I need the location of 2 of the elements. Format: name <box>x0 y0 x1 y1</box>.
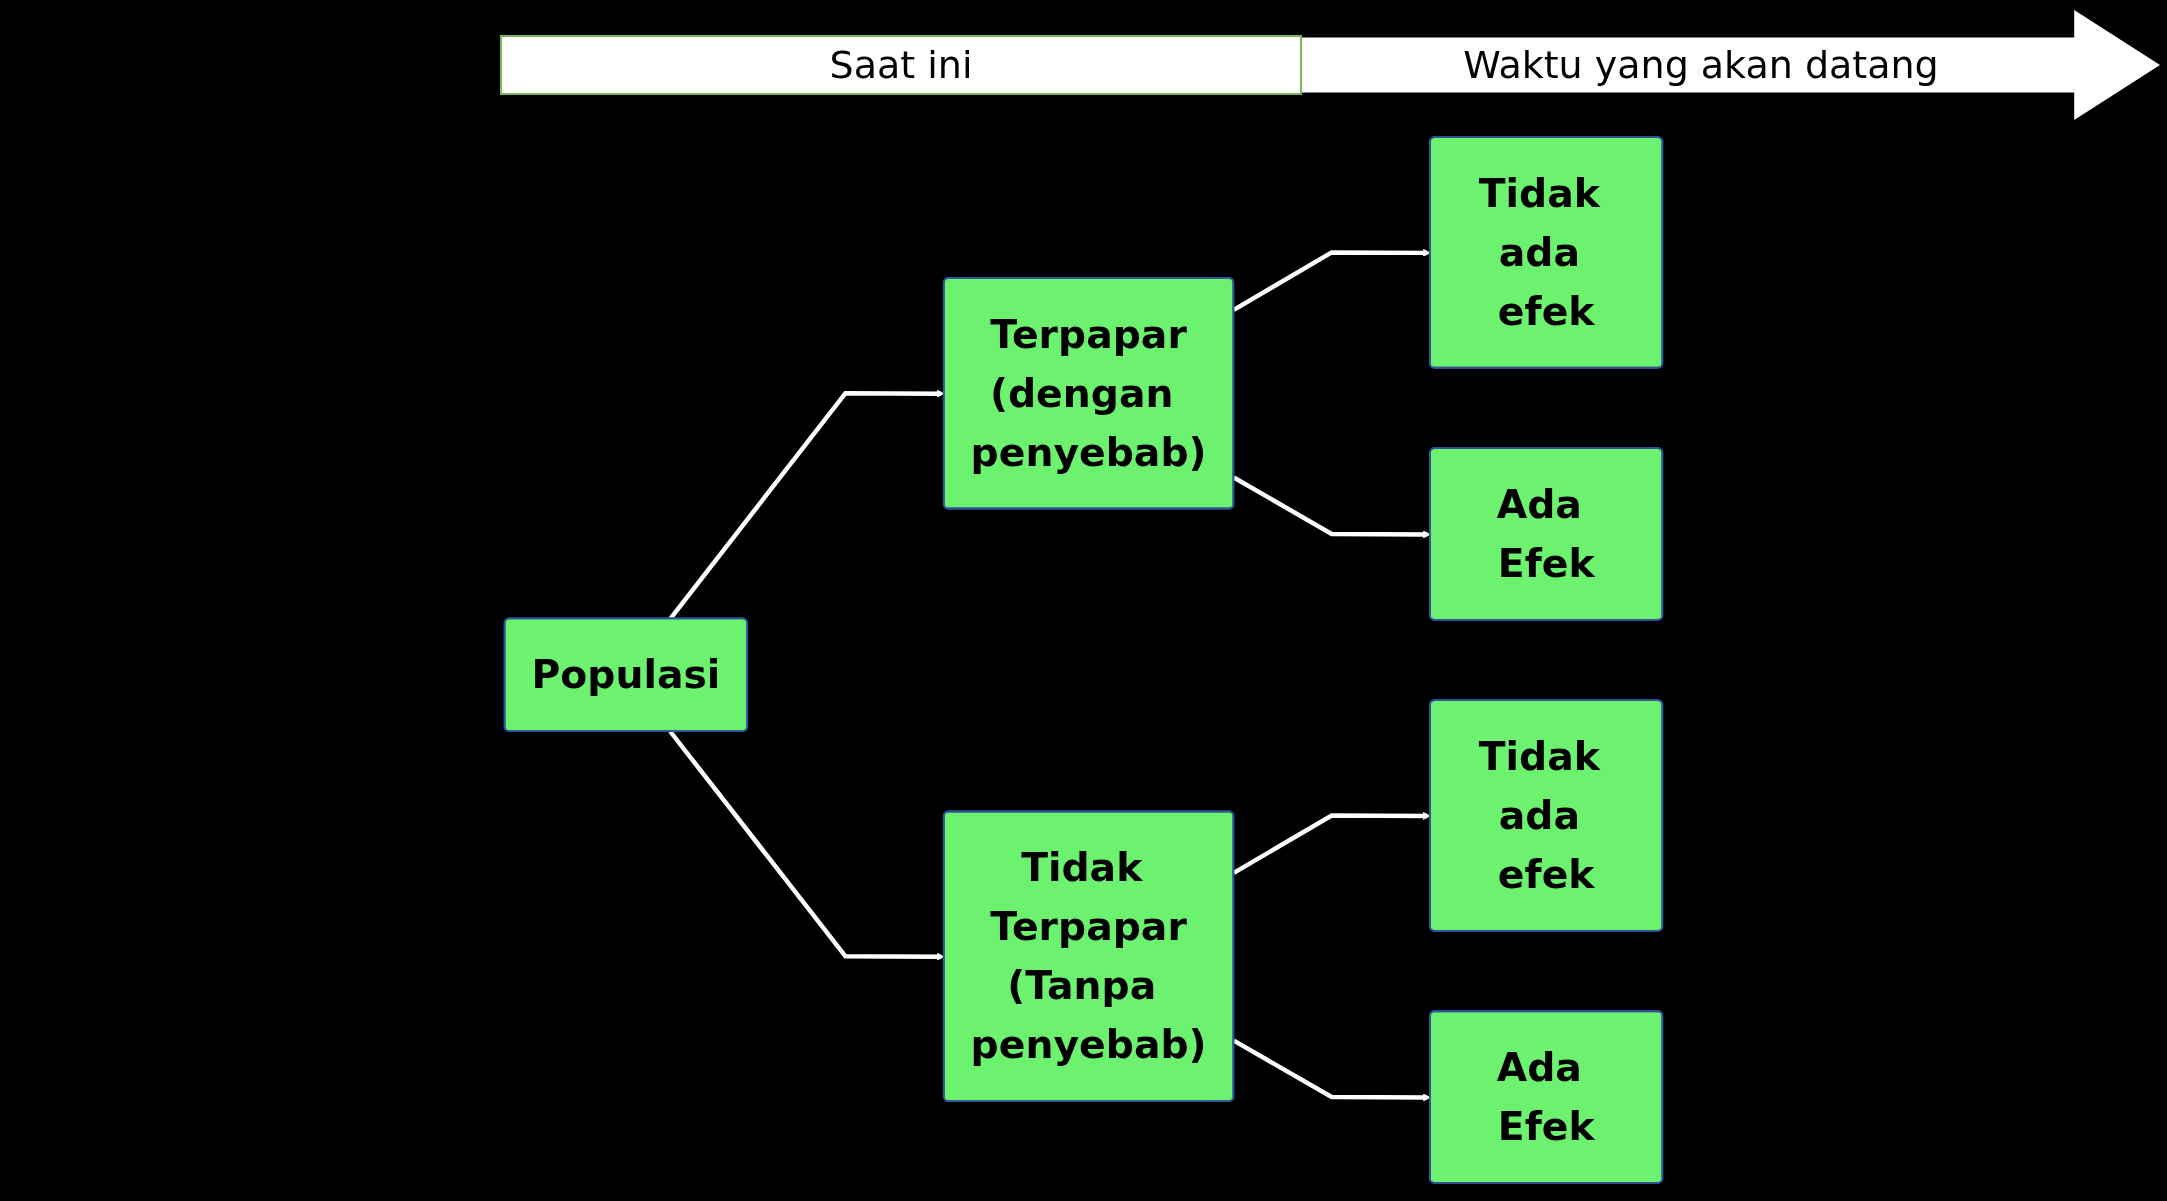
timeline-label: Waktu yang akan datang <box>1302 10 2160 120</box>
timeline-label: Saat ini <box>500 35 1302 95</box>
